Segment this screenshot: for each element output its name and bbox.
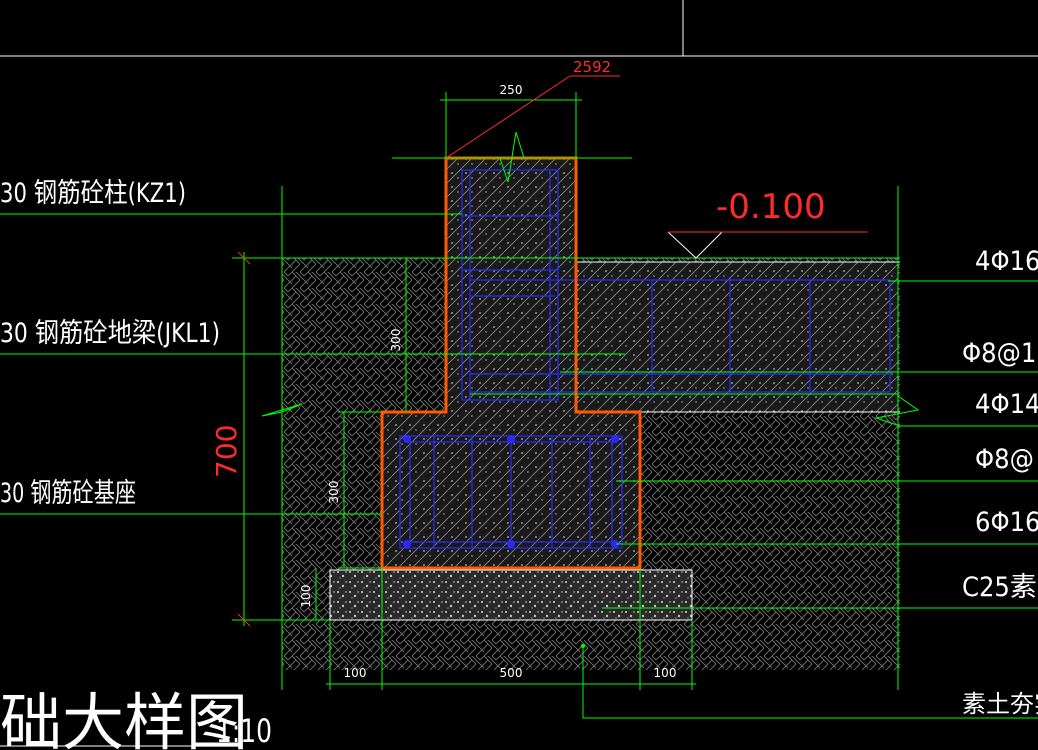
dimension-lines xyxy=(232,92,900,690)
label-top-bars: 4Φ16 xyxy=(975,246,1038,277)
label-column: 30 钢筋砼柱(KZ1) xyxy=(0,178,186,209)
bedding-layer xyxy=(329,569,693,621)
leaders-left xyxy=(0,213,625,515)
label-base: 30 钢筋砼基座 xyxy=(0,478,136,509)
dim-base-height: 300 xyxy=(327,481,341,504)
elevation-marker xyxy=(445,75,868,259)
label-bottom-bars: 4Φ14 xyxy=(975,389,1038,420)
label-soil: 素土夯实 xyxy=(962,690,1038,718)
dim-total-height: 700 xyxy=(210,425,243,478)
drawing-title: 础大样图 xyxy=(0,686,248,750)
leader-value: 2592 xyxy=(573,58,611,76)
label-stirrup-base: Φ8@ xyxy=(975,444,1034,475)
drawing-scale: 1:10 xyxy=(216,712,272,750)
dim-bottom-left: 100 xyxy=(344,666,367,680)
dim-column-width: 250 xyxy=(500,83,523,97)
drawing-frame xyxy=(0,0,1038,57)
dim-bedding-height: 100 xyxy=(299,585,313,608)
dim-bottom-right: 100 xyxy=(654,666,677,680)
label-bedding: C25素 xyxy=(962,572,1037,603)
break-line-column xyxy=(392,131,632,183)
leaders-right xyxy=(470,186,1038,719)
dim-bottom-mid: 500 xyxy=(500,666,523,680)
label-ground-beam: 30 钢筋砼地梁(JKL1) xyxy=(0,318,220,349)
label-base-bars: 6Φ16 xyxy=(975,507,1038,538)
label-stirrup-beam: Φ8@1 xyxy=(962,338,1036,369)
dim-beam-height: 300 xyxy=(389,329,403,352)
elevation-value: -0.100 xyxy=(716,187,826,227)
